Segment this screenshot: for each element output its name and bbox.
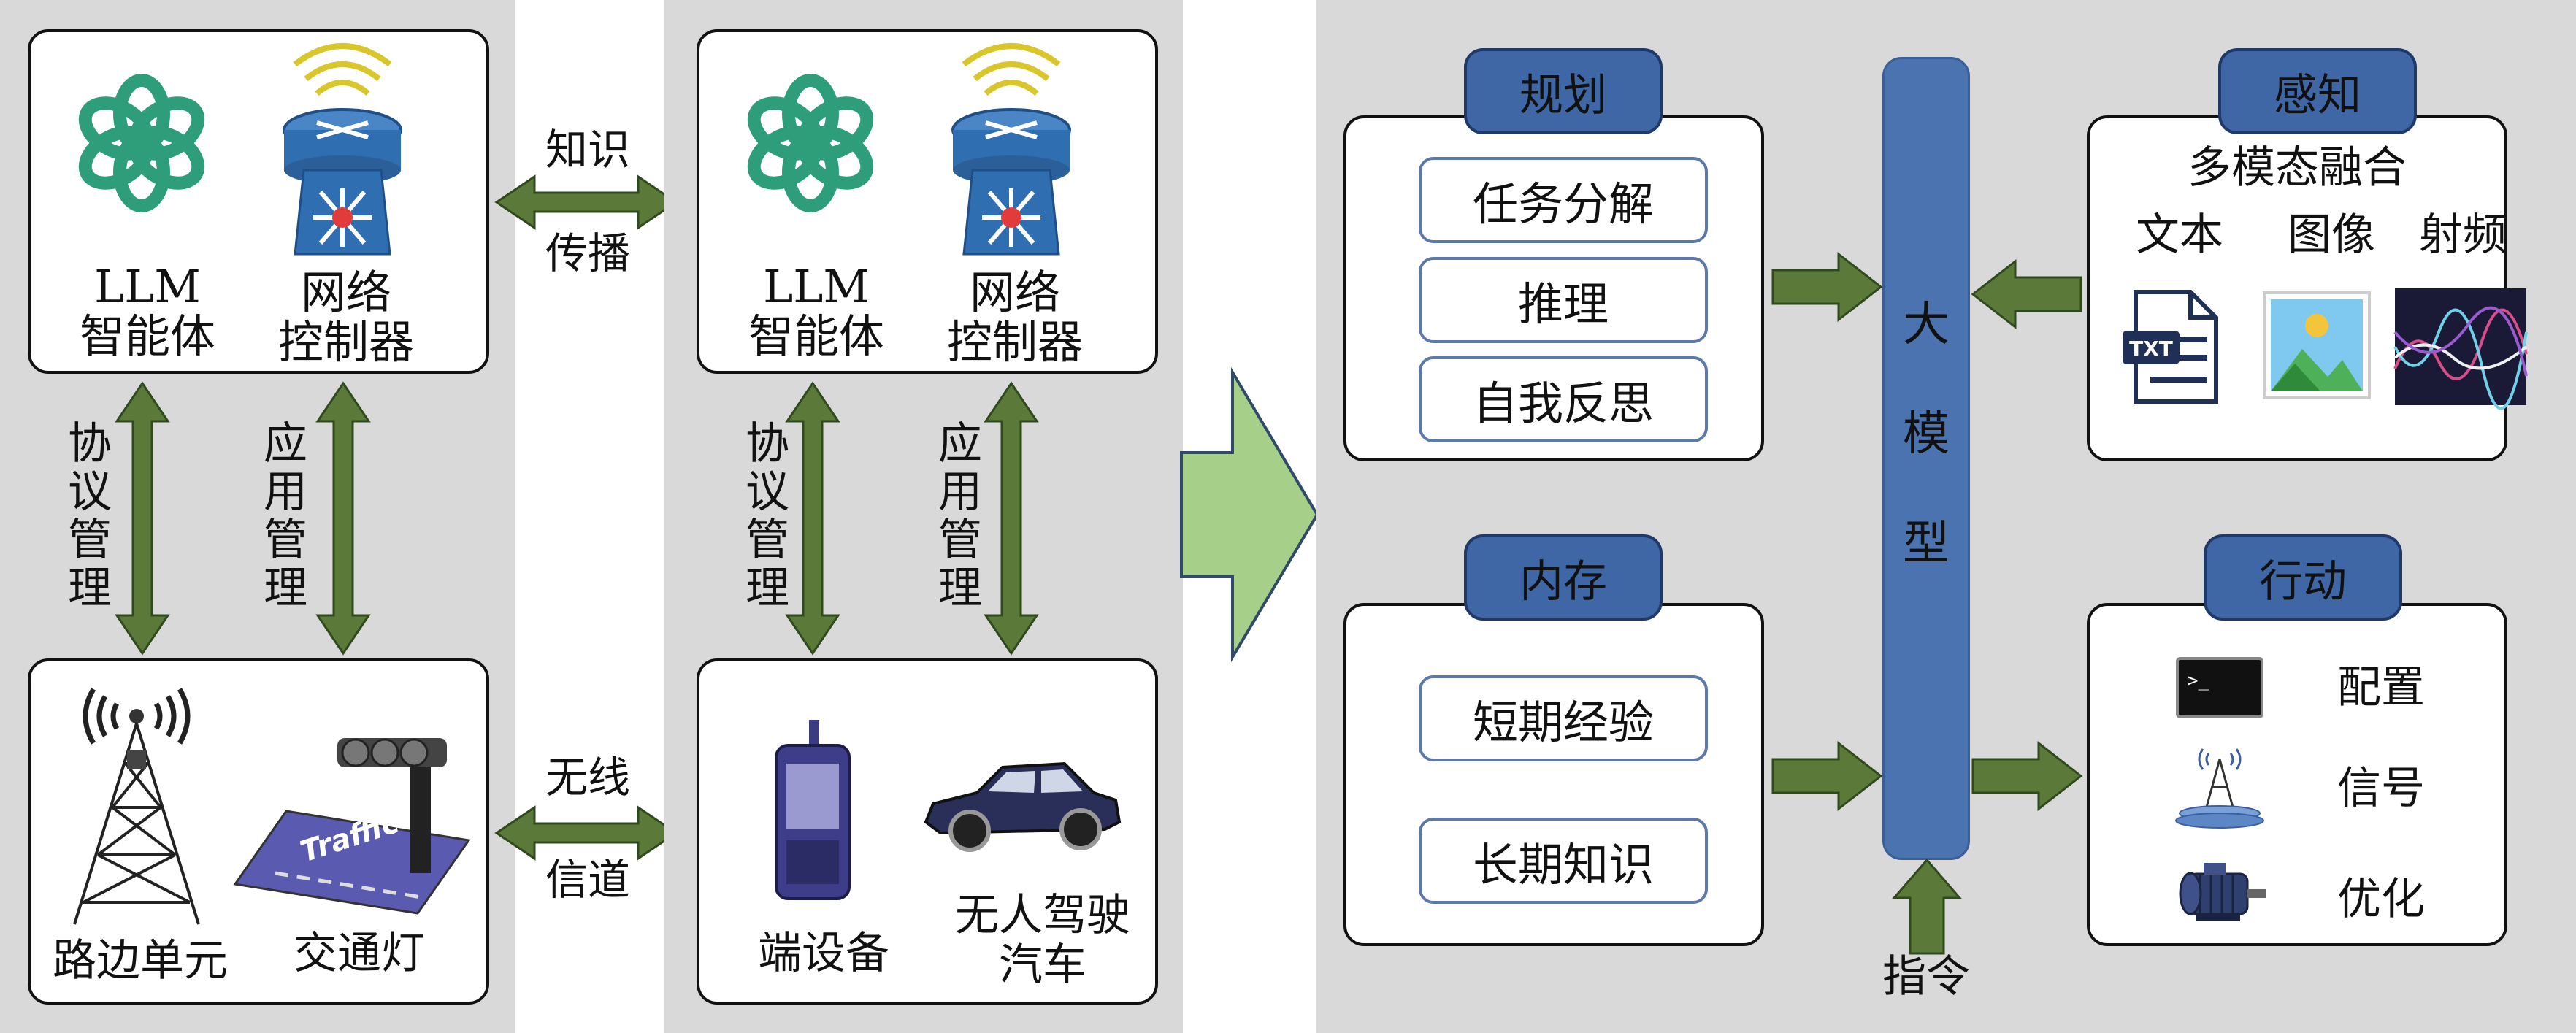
knowledge-label-line2: 传播 [545,229,630,278]
roadside-tower-icon [73,688,200,925]
middle-app-label: 应用管理 [938,418,982,614]
txt-icon-text: TXT [2129,337,2173,361]
planning-item-reasoning: 推理 [1419,257,1708,343]
text-file-icon: TXT [2123,290,2218,404]
memory-item-long-term: 长期知识 [1419,818,1708,904]
network-router-icon [283,43,402,256]
planning-to-llm-arrow [1771,251,1883,323]
llm-agent-label-line2: 智能体 [79,310,215,363]
memory-tab: 内存 [1464,534,1663,621]
wireless-label-line1: 无线 [545,753,630,802]
openai-logo-icon [78,74,205,212]
traffic-light-label: 交通灯 [294,928,425,979]
roadside-unit-label: 路边单元 [53,935,228,986]
knowledge-propagation-arrow [494,174,678,230]
middle-bottom-card: 端设备 无人驾驶 汽车 [697,658,1158,1005]
signal-tower-icon [2175,748,2264,829]
llm-agent-label-line1: LLM [94,260,201,313]
multimodal-fusion-title: 多模态融合 [2188,142,2407,193]
end-device-label: 端设备 [758,928,889,979]
instruction-to-llm-arrow [1891,858,1963,955]
modality-image-label: 图像 [2288,210,2375,261]
action-tab: 行动 [2204,534,2402,621]
action-item-optimize: 优化 [2337,874,2425,925]
middle-protocol-label: 协议管理 [745,418,789,614]
motor-icon [2179,863,2266,921]
memory-to-llm-arrow [1771,740,1883,812]
memory-item-short-term: 短期经验 [1419,675,1708,761]
controller-label-line2: 控制器 [277,315,414,369]
llm-agent-label-line2: 智能体 [748,310,884,363]
instruction-label: 指令 [1882,951,1970,1002]
image-icon [2263,291,2371,399]
perception-to-llm-arrow [1971,258,2082,330]
modality-rf-label: 射频 [2419,210,2507,261]
network-router-icon [951,43,1071,256]
left-protocol-arrow [115,381,170,656]
mobile-device-icon [775,720,851,900]
wireless-channel-arrow [494,805,678,861]
perception-tab: 感知 [2218,48,2417,134]
action-item-configure: 配置 [2337,662,2425,713]
controller-label-line1: 网络 [969,266,1060,319]
controller-label-line1: 网络 [300,266,391,319]
middle-app-arrow [984,381,1039,656]
llm-bar-label: 大模型 [1903,298,1950,571]
action-card [2087,603,2507,946]
left-app-label: 应用管理 [264,418,307,614]
modality-text-label: 文本 [2136,210,2223,261]
openai-logo-icon [747,74,874,212]
autonomous-car-label-line2: 汽车 [999,940,1086,991]
wireless-label-line2: 信道 [545,855,630,905]
llm-agent-label-line1: LLM [763,260,870,313]
middle-top-card: LLM 智能体 网络 控制器 [697,29,1158,374]
autonomous-car-icon [924,761,1122,852]
autonomous-car-label-line1: 无人驾驶 [955,890,1130,941]
middle-protocol-arrow [785,381,840,656]
planning-tab: 规划 [1464,48,1663,134]
left-top-card: LLM 智能体 网络 控制器 [28,29,489,374]
left-bottom-card: Traffic 路边单元 交通灯 [28,658,489,1005]
terminal-icon: >_ [2176,657,2263,718]
planning-item-task-decomposition: 任务分解 [1419,157,1708,243]
planning-item-self-reflection: 自我反思 [1419,356,1708,442]
controller-label-line2: 控制器 [946,315,1083,369]
llm-to-action-arrow [1971,740,2083,812]
knowledge-label-line1: 知识 [545,125,630,174]
transition-big-arrow [1180,366,1319,663]
left-protocol-label: 协议管理 [68,418,112,614]
action-item-signal: 信号 [2337,763,2425,814]
traffic-light-icon: Traffic [233,738,471,915]
llm-bar [1882,57,1970,860]
rf-signal-icon [2393,288,2528,410]
svg-text:>_: >_ [2188,670,2209,691]
left-app-arrow [315,381,371,656]
